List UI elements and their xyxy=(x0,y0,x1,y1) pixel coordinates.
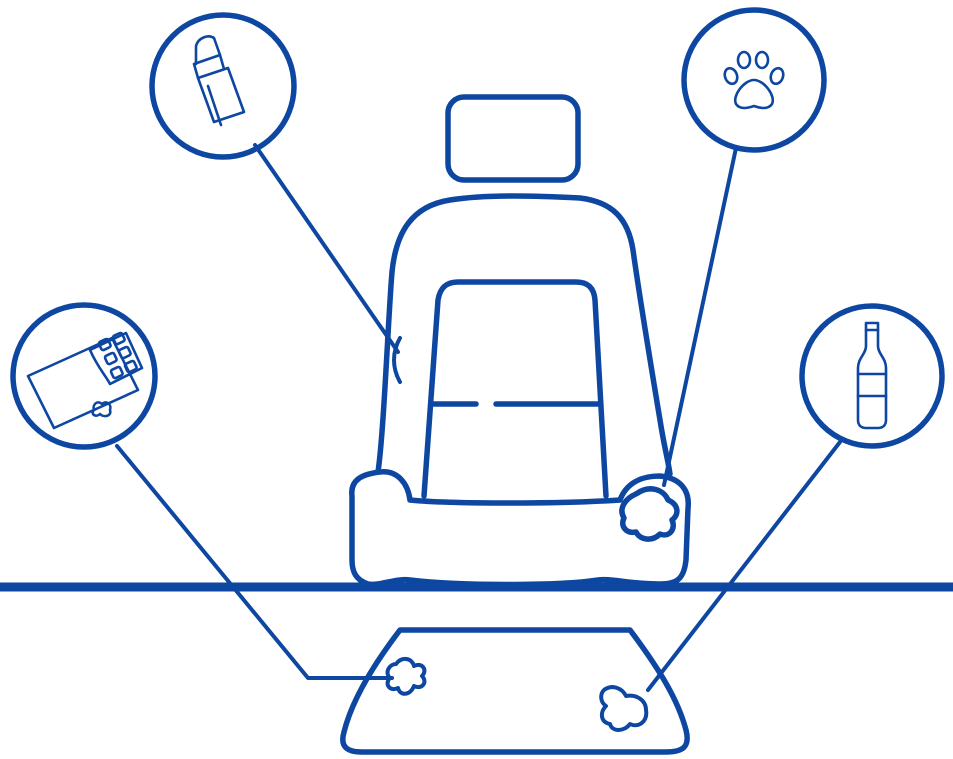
callout-chocolate xyxy=(13,305,155,447)
seat-headrest xyxy=(448,97,578,180)
leader-paw xyxy=(664,148,736,485)
leader-lipstick xyxy=(255,145,398,352)
paw-print-icon xyxy=(723,52,786,108)
callout-circle xyxy=(13,305,155,447)
floor-mat-right-stain xyxy=(601,687,646,730)
callout-circle xyxy=(802,306,942,446)
seat-cushion xyxy=(352,472,688,585)
callout-soda xyxy=(802,306,942,446)
callout-lipstick xyxy=(152,15,294,157)
lipstick-icon xyxy=(194,36,244,125)
soda-bottle-icon xyxy=(858,323,886,428)
seat-cushion-stain xyxy=(622,489,677,539)
callout-paw xyxy=(684,10,824,150)
callout-circle xyxy=(152,15,294,157)
seat-backrest-panel xyxy=(424,282,606,496)
seat-backrest xyxy=(378,196,670,474)
chocolate-bar-icon xyxy=(28,332,142,428)
